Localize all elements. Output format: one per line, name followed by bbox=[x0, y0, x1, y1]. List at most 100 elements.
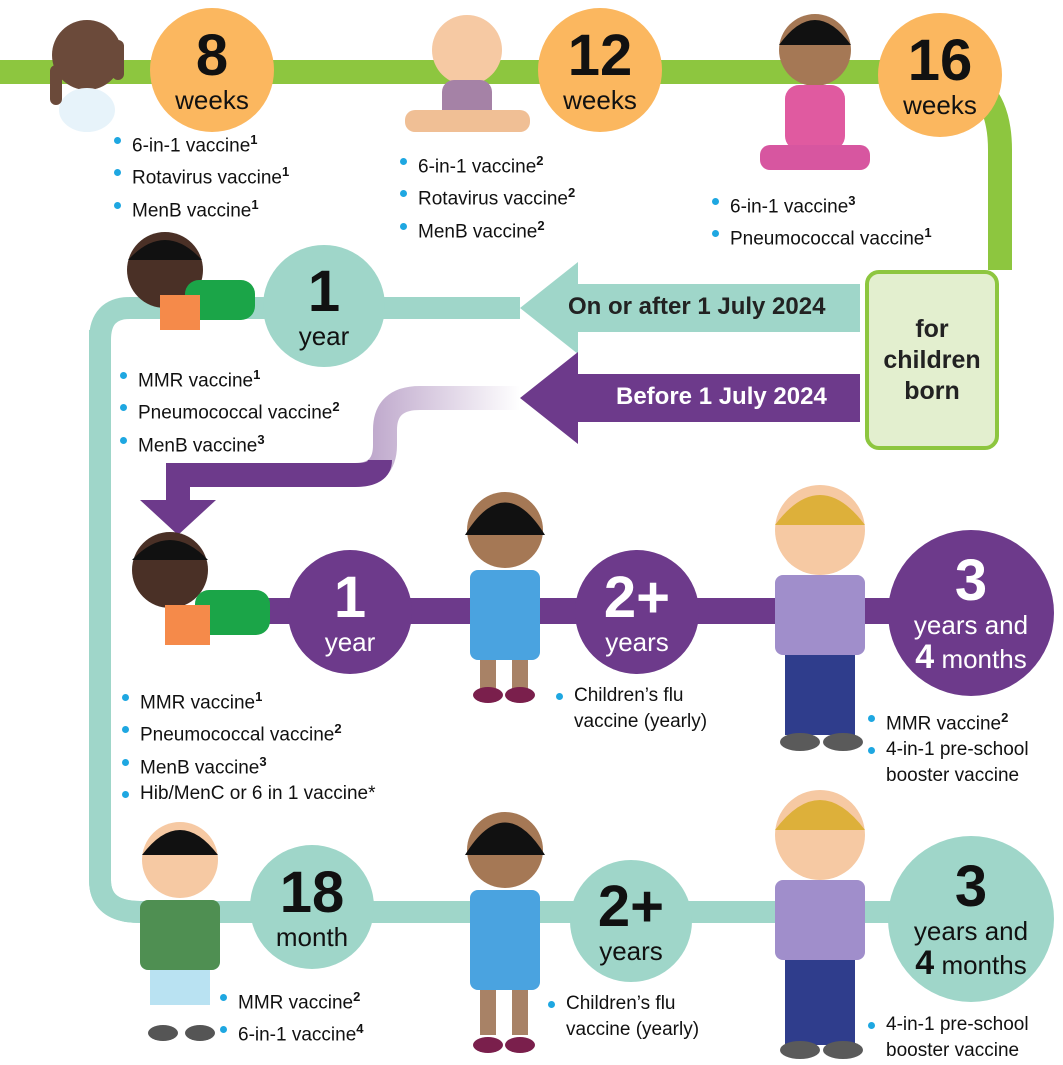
vaccine-list: 4-in-1 pre-school booster vaccine bbox=[866, 1012, 1063, 1064]
vaccine-item: 6-in-1 vaccine3 bbox=[710, 188, 932, 220]
vaccine-name: 6-in-1 vaccine bbox=[238, 1024, 357, 1046]
vaccine-name: Pneumococcal vaccine bbox=[138, 402, 333, 424]
girl-illustration bbox=[465, 812, 545, 1053]
vaccine-name: Children’s flu vaccine (yearly) bbox=[574, 685, 708, 732]
milestone-unit: weeks bbox=[175, 85, 249, 115]
vaccine-name: Pneumococcal vaccine bbox=[730, 228, 925, 250]
dose-number: 1 bbox=[250, 132, 258, 147]
before-july-2024-label: Before 1 July 2024 bbox=[616, 383, 827, 410]
milestone-unit: years bbox=[599, 936, 663, 966]
milestone-unit: year bbox=[324, 627, 376, 657]
vaccine-item: MMR vaccine2 bbox=[218, 984, 364, 1016]
vaccine-item: Children’s flu vaccine (yearly) bbox=[554, 683, 744, 735]
milestone-unit: month bbox=[275, 922, 349, 952]
box-label: for children born bbox=[883, 314, 981, 405]
milestone-2-years-before: 2+years bbox=[575, 550, 699, 674]
vaccine-name: Hib/MenC or 6 in 1 vaccine* bbox=[140, 782, 376, 804]
milestone-unit: year bbox=[298, 321, 350, 351]
boy-illustration bbox=[775, 790, 865, 1059]
milestone-number: 2+ bbox=[597, 874, 665, 939]
toddler-illustration bbox=[132, 532, 270, 645]
vaccine-item: 4-in-1 pre-school booster vaccine bbox=[866, 1012, 1063, 1064]
vaccine-name: 4-in-1 pre-school booster vaccine bbox=[886, 739, 1029, 787]
vaccine-name: 4-in-1 pre-school booster vaccine bbox=[886, 1014, 1029, 1061]
vaccine-name: MenB vaccine bbox=[140, 756, 260, 778]
dose-number: 2 bbox=[334, 721, 342, 737]
milestone-unit: years and bbox=[913, 610, 1029, 640]
boy-illustration bbox=[775, 485, 865, 751]
milestone-2-years-after: 2+years bbox=[570, 860, 692, 982]
dose-number: 4 bbox=[356, 1021, 364, 1037]
vaccine-item: 6-in-1 vaccine4 bbox=[218, 1016, 364, 1048]
vaccine-name: 6-in-1 vaccine bbox=[730, 196, 849, 218]
toddler-illustration bbox=[127, 232, 255, 330]
vaccine-item: Rotavirus vaccine1 bbox=[112, 159, 289, 191]
dose-number: 2 bbox=[1001, 710, 1009, 725]
vaccine-item: MMR vaccine2 bbox=[866, 705, 1063, 737]
vaccine-item: Pneumococcal vaccine1 bbox=[710, 220, 932, 252]
vaccine-item: MenB vaccine2 bbox=[398, 213, 575, 245]
vaccine-name: Pneumococcal vaccine bbox=[140, 724, 335, 746]
vaccine-item: Pneumococcal vaccine2 bbox=[118, 394, 340, 426]
vaccine-name: 6-in-1 vaccine bbox=[418, 156, 537, 178]
vaccine-name: Children’s flu vaccine (yearly) bbox=[566, 993, 700, 1040]
boy-illustration bbox=[140, 822, 220, 1041]
dose-number: 3 bbox=[848, 193, 856, 208]
vaccine-name: Rotavirus vaccine bbox=[418, 188, 568, 210]
vaccine-item: 4-in-1 pre-school booster vaccine bbox=[866, 737, 1063, 789]
dose-number: 1 bbox=[255, 689, 263, 704]
milestone-unit: weeks bbox=[563, 85, 637, 115]
dose-number: 1 bbox=[924, 225, 932, 241]
vaccine-item: 6-in-1 vaccine2 bbox=[398, 148, 575, 180]
vaccine-name: MMR vaccine bbox=[138, 370, 254, 392]
milestone-number-2: 4 bbox=[915, 638, 935, 676]
vaccine-item: MMR vaccine1 bbox=[120, 684, 376, 716]
baby-illustration bbox=[405, 15, 530, 132]
dose-number: 1 bbox=[251, 196, 259, 212]
milestone-number: 1 bbox=[307, 259, 341, 324]
vaccine-item: Hib/MenC or 6 in 1 vaccine* bbox=[120, 781, 376, 807]
milestone-number: 16 bbox=[907, 28, 973, 93]
dose-number: 2 bbox=[536, 153, 544, 168]
milestone-unit: weeks bbox=[903, 90, 977, 120]
purple-arrow bbox=[520, 352, 860, 444]
milestone-number: 12 bbox=[567, 23, 633, 88]
vaccine-name: MMR vaccine bbox=[140, 692, 256, 714]
dose-number: 1 bbox=[253, 367, 261, 382]
vaccine-item: Pneumococcal vaccine2 bbox=[120, 716, 376, 748]
vaccine-name: MMR vaccine bbox=[886, 713, 1002, 735]
vaccine-name: Rotavirus vaccine bbox=[132, 167, 282, 189]
dose-number: 3 bbox=[259, 753, 267, 769]
vaccine-item: Rotavirus vaccine2 bbox=[398, 180, 575, 212]
milestone-number: 1 bbox=[333, 565, 367, 630]
after-july-2024-label: On or after 1 July 2024 bbox=[568, 293, 826, 320]
milestone-number-2: 4 bbox=[915, 944, 935, 982]
children-born-box: for children born bbox=[865, 270, 999, 450]
vaccine-name: 6-in-1 vaccine bbox=[132, 135, 251, 157]
vaccine-name: MenB vaccine bbox=[132, 199, 252, 221]
milestone-number: 18 bbox=[279, 860, 345, 925]
vaccine-list: Children’s flu vaccine (yearly) bbox=[554, 683, 744, 735]
dose-number: 1 bbox=[281, 164, 290, 180]
baby-illustration bbox=[50, 20, 124, 132]
milestone-unit: years bbox=[605, 627, 669, 657]
dose-number: 2 bbox=[567, 185, 576, 201]
vaccine-item: MenB vaccine3 bbox=[120, 749, 376, 781]
vaccine-name: MMR vaccine bbox=[238, 992, 354, 1014]
teal-arrow bbox=[520, 262, 860, 354]
milestone-number: 3 bbox=[954, 854, 988, 919]
dose-number: 2 bbox=[353, 989, 361, 1004]
vaccine-item: MMR vaccine1 bbox=[118, 362, 340, 394]
